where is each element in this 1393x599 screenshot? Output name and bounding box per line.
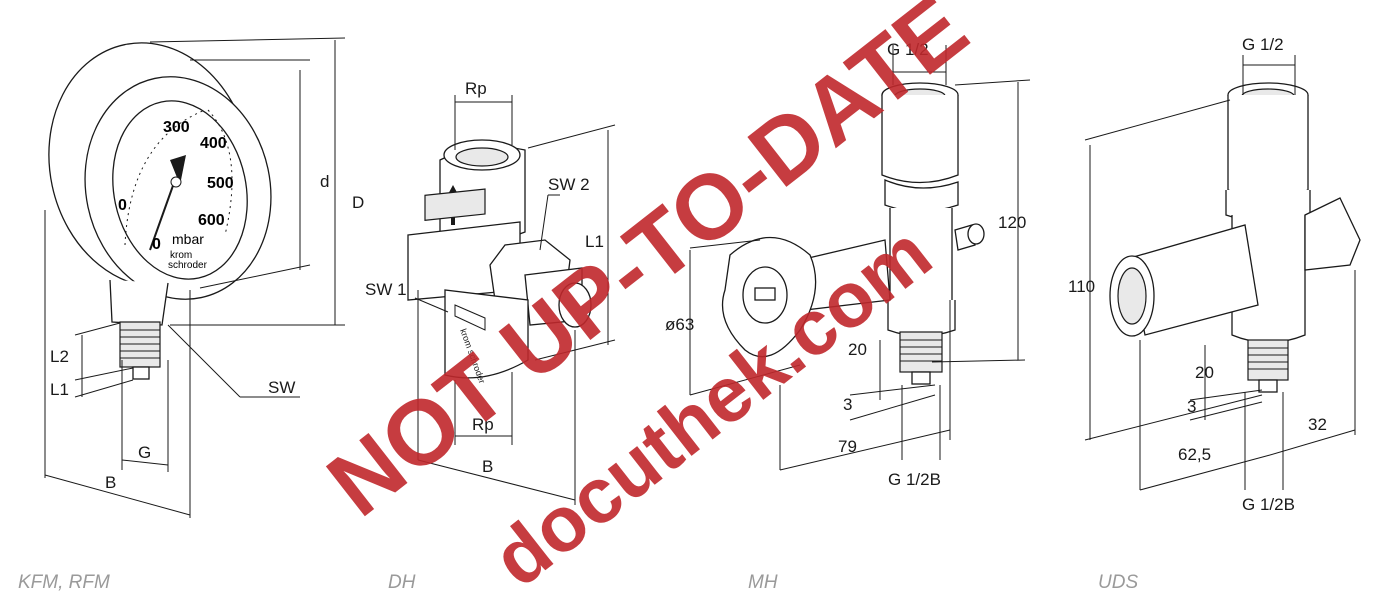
dim-label-SW: SW [268,378,295,397]
uds-dim-g-bottom: G 1/2B [1242,495,1295,514]
dim-label-d: d [320,172,329,191]
dh-dim-sw2: SW 2 [548,175,590,194]
uds-drawing [1084,55,1361,491]
uds-dim-32: 32 [1308,415,1327,434]
scale-label-500: 500 [207,175,234,192]
uds-dim-g-top: G 1/2 [1242,35,1284,54]
mh-dim-20: 20 [848,340,867,359]
mh-valve-drawing [689,45,1031,471]
caption-dh: DH [388,572,416,593]
scale-label-0-left: 0 [118,197,127,214]
mh-dim-g-top: G 1/2 [887,40,929,59]
mh-dim-3: 3 [843,395,852,414]
dh-dim-rp-bottom: Rp [472,415,494,434]
dh-dim-sw1: SW 1 [365,280,407,299]
gauge-brand-line2: schroder [168,260,208,271]
mh-dim-120: 120 [998,213,1026,232]
mh-dim-d63: ø63 [665,315,694,334]
caption-kfm-rfm: KFM, RFM [18,572,110,593]
dim-label-L2: L2 [50,347,69,366]
gauge-scale: 0 100 300 400 500 600 0 mbar krom schrod… [118,119,234,271]
dh-dim-b: B [482,457,493,476]
dim-label-D: D [352,193,364,212]
dh-dim-l1: L1 [585,232,604,251]
gauge-drawing [44,37,346,518]
scale-label-300: 300 [163,119,190,136]
caption-uds: UDS [1098,572,1138,593]
dim-label-B: B [105,473,116,492]
gauge-unit: mbar [172,231,204,247]
dh-valve-drawing [407,95,616,505]
uds-dim-3: 3 [1187,397,1196,416]
scale-label-600: 600 [198,212,225,229]
scale-label-400: 400 [200,135,227,152]
uds-dim-20: 20 [1195,363,1214,382]
caption-mh: MH [748,572,778,593]
mh-dim-79: 79 [838,437,857,456]
scale-label-0-bottom: 0 [152,236,161,253]
mh-dim-g-bottom: G 1/2B [888,470,941,489]
dim-label-L1: L1 [50,380,69,399]
dim-label-G: G [138,443,151,462]
uds-dim-62-5: 62,5 [1178,445,1211,464]
dh-dim-rp-top: Rp [465,79,487,98]
gauge-brand-line1: krom [170,250,192,261]
uds-dim-110: 110 [1068,277,1095,296]
